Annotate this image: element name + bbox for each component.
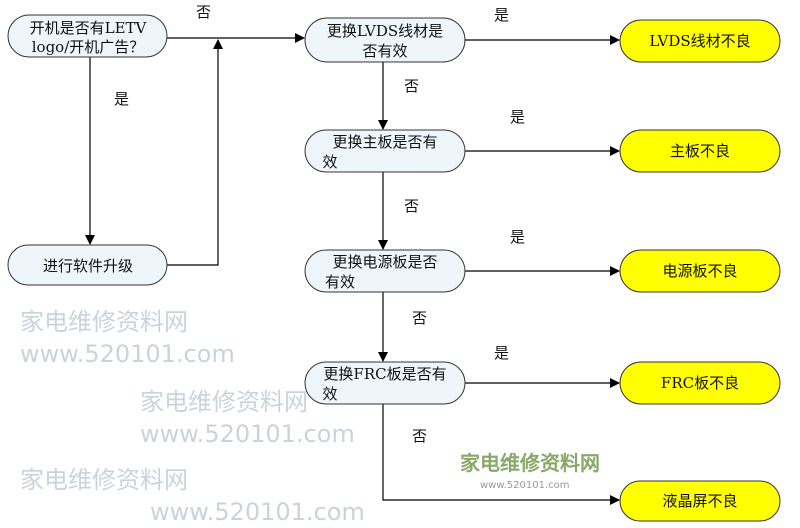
node-replace-mainboard: 更换主板是否有 效 (304, 129, 466, 173)
svg-text:效: 效 (322, 153, 337, 171)
svg-text:家电维修资料网: 家电维修资料网 (460, 451, 600, 475)
svg-text:进行软件升级: 进行软件升级 (43, 257, 133, 275)
label-yes: 是 (494, 6, 509, 24)
label-yes: 是 (494, 344, 509, 362)
svg-text:更换电源板是否: 更换电源板是否 (332, 253, 437, 271)
node-start: 开机是否有LETV logo/开机广告？ (7, 14, 168, 58)
result-panel-bad: 液晶屏不良 (619, 480, 781, 522)
svg-text:更换FRC板是否有: 更换FRC板是否有 (323, 365, 446, 383)
svg-text:效: 效 (322, 385, 337, 403)
watermark: 家电维修资料网 www.520101.com 家电维修资料网 www.52010… (20, 308, 365, 526)
label-yes: 是 (510, 228, 525, 246)
svg-text:www.520101.com: www.520101.com (20, 340, 235, 368)
svg-text:更换主板是否有: 更换主板是否有 (332, 133, 437, 151)
label-no: 否 (196, 3, 211, 21)
svg-text:家电维修资料网: 家电维修资料网 (140, 388, 308, 416)
result-lvds-bad: LVDS线材不良 (619, 19, 781, 63)
node-replace-frc-board: 更换FRC板是否有 效 (304, 361, 466, 405)
result-power-board-bad: 电源板不良 (619, 249, 781, 293)
label-no: 否 (404, 77, 419, 95)
svg-text:否有效: 否有效 (362, 42, 407, 60)
label-yes: 是 (510, 108, 525, 126)
svg-text:主板不良: 主板不良 (670, 142, 730, 160)
label-no: 否 (404, 197, 419, 215)
arrow-d4-to-r5 (382, 404, 620, 505)
svg-text:家电维修资料网: 家电维修资料网 (20, 308, 188, 336)
label-yes: 是 (114, 90, 129, 108)
svg-text:www.520101.com: www.520101.com (140, 420, 355, 448)
svg-text:FRC板不良: FRC板不良 (661, 374, 739, 392)
svg-text:www.520101.com: www.520101.com (150, 498, 365, 526)
result-frc-board-bad: FRC板不良 (619, 361, 781, 405)
svg-text:电源板不良: 电源板不良 (662, 262, 737, 280)
result-mainboard-bad: 主板不良 (619, 129, 781, 173)
svg-text:logo/开机广告？: logo/开机广告？ (32, 38, 145, 56)
svg-text:家电维修资料网: 家电维修资料网 (20, 466, 188, 494)
svg-text:有效: 有效 (325, 273, 355, 291)
arrow-upgrade-to-main (167, 39, 223, 266)
svg-text:www.520101.com: www.520101.com (480, 480, 570, 491)
node-replace-power-board: 更换电源板是否 有效 (304, 249, 466, 293)
svg-text:更换LVDS线材是: 更换LVDS线材是 (327, 22, 443, 40)
connectors (85, 33, 620, 505)
svg-text:液晶屏不良: 液晶屏不良 (662, 492, 737, 510)
label-no: 否 (412, 427, 427, 445)
svg-text:开机是否有LETV: 开机是否有LETV (30, 19, 148, 37)
node-replace-lvds: 更换LVDS线材是 否有效 (304, 17, 466, 63)
node-software-upgrade: 进行软件升级 (7, 244, 168, 286)
svg-text:LVDS线材不良: LVDS线材不良 (649, 32, 750, 50)
site-logo-watermark: 家电维修资料网 www.520101.com (460, 451, 600, 491)
label-no: 否 (412, 309, 427, 327)
